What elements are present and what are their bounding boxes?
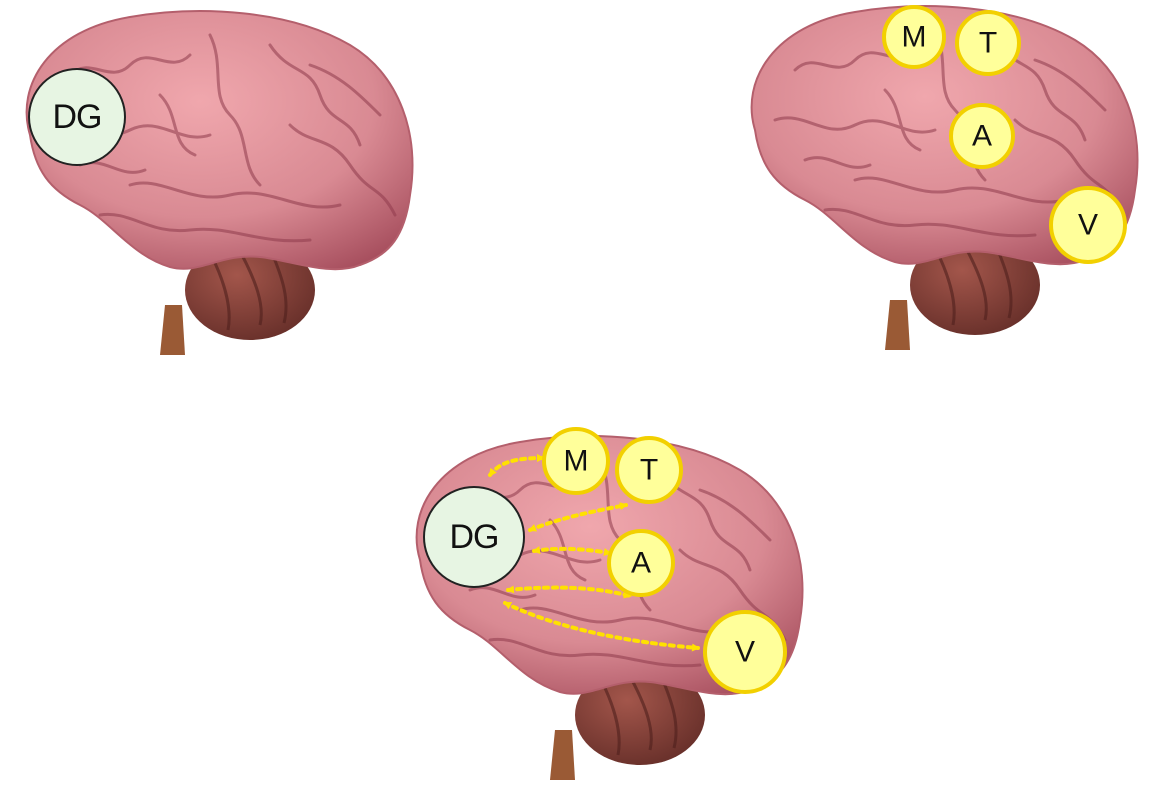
t-label: T bbox=[979, 27, 997, 60]
v-label: V bbox=[735, 636, 755, 669]
m-node: M bbox=[884, 7, 944, 67]
t-node: T bbox=[957, 12, 1019, 74]
v-node-bottom: V bbox=[705, 612, 785, 692]
a-node: A bbox=[951, 105, 1013, 167]
dg-label: DG bbox=[450, 518, 499, 556]
m-label: M bbox=[902, 21, 927, 54]
dg-label: DG bbox=[53, 98, 102, 136]
dg-node: DG bbox=[29, 69, 125, 165]
m-node-bottom: M bbox=[544, 429, 608, 493]
v-label: V bbox=[1078, 209, 1098, 242]
a-label: A bbox=[972, 120, 992, 153]
brain-top-left bbox=[27, 11, 413, 355]
m-label: M bbox=[564, 445, 589, 478]
t-label: T bbox=[640, 454, 658, 487]
v-node: V bbox=[1051, 188, 1125, 262]
a-label: A bbox=[631, 547, 651, 580]
dg-node-bottom: DG bbox=[424, 487, 524, 587]
t-node-bottom: T bbox=[617, 438, 681, 502]
brain-top-right bbox=[752, 6, 1138, 350]
a-node-bottom: A bbox=[609, 531, 673, 595]
